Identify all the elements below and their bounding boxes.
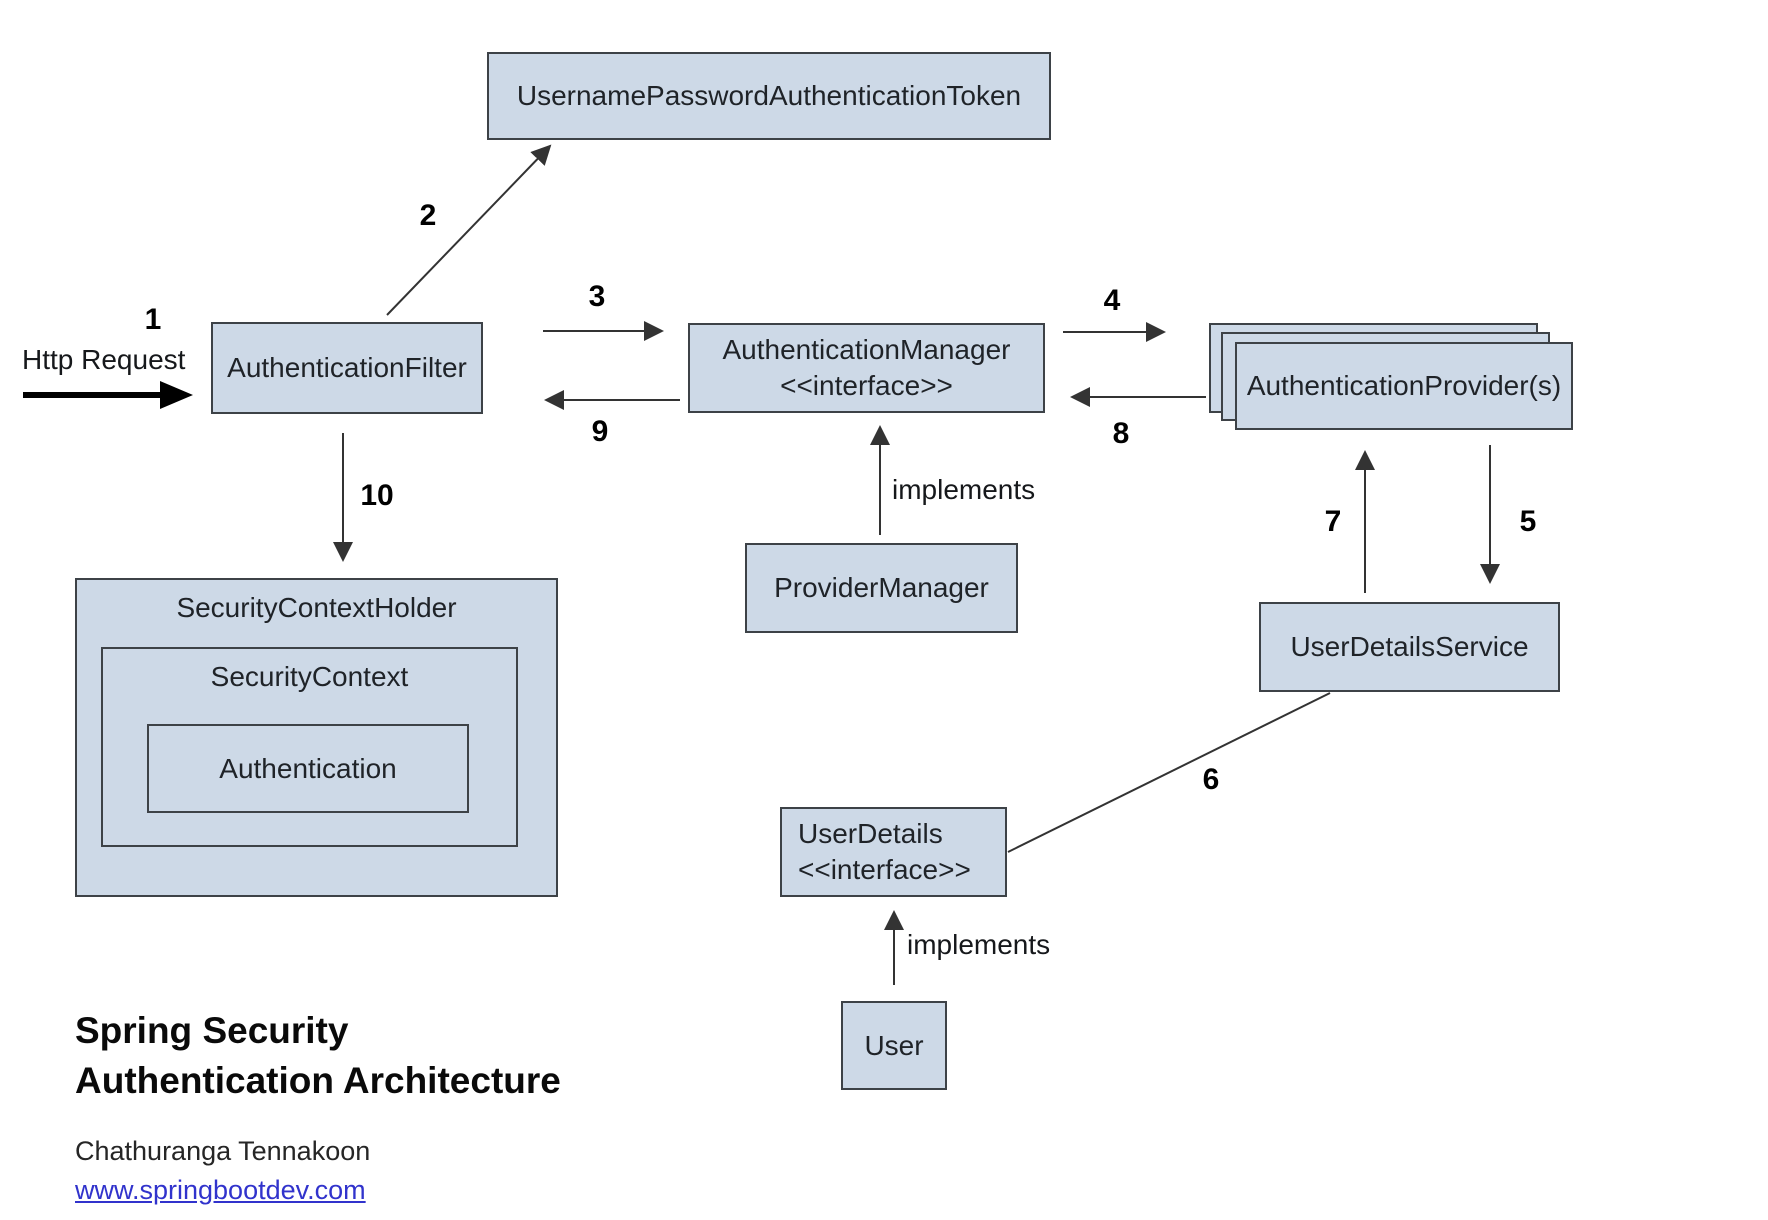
node-security-context: SecurityContext Authentication <box>101 647 518 847</box>
node-username-password-authentication-token: UsernamePasswordAuthenticationToken <box>487 52 1051 140</box>
diagram-title-line1: Spring Security <box>75 1010 349 1051</box>
edge-label-8: 8 <box>1112 417 1130 450</box>
edge-label-1: 1 <box>144 303 162 336</box>
edge-2-filter-to-token <box>386 144 552 316</box>
node-stereotype: <<interface>> <box>780 370 953 401</box>
implements-label-provider-manager: implements <box>892 474 1036 505</box>
edge-label-4: 4 <box>1103 284 1121 317</box>
edge-label-7: 7 <box>1324 505 1342 538</box>
implements-label-user: implements <box>907 929 1051 960</box>
website-link[interactable]: www.springbootdev.com <box>75 1175 366 1205</box>
node-label: ProviderManager <box>774 572 989 603</box>
node-label: UserDetails <box>798 818 943 849</box>
node-authentication-providers: AuthenticationProvider(s) <box>1235 342 1573 430</box>
node-provider-manager: ProviderManager <box>745 543 1018 633</box>
node-label: Authentication <box>219 752 397 784</box>
author-name: Chathuranga Tennakoon <box>75 1136 371 1166</box>
node-label: User <box>864 1029 924 1061</box>
node-label: UsernamePasswordAuthenticationToken <box>516 80 1022 111</box>
node-label: AuthenticationProvider(s) <box>1246 370 1562 401</box>
edge-6-userdetails-to-uds <box>1007 692 1331 853</box>
edge-label-5: 5 <box>1519 505 1537 538</box>
diagram-title: Spring Security Authentication Architect… <box>75 1006 561 1106</box>
http-request-label: Http Request <box>22 344 186 375</box>
node-stereotype: <<interface>> <box>798 854 971 885</box>
node-authentication: Authentication <box>147 724 469 813</box>
node-authentication-providers-stack: AuthenticationProvider(s) <box>1209 323 1573 430</box>
diagram-title-line2: Authentication Architecture <box>75 1060 561 1101</box>
node-user-details: UserDetails <<interface>> <box>780 807 1007 897</box>
node-user-details-service: UserDetailsService <box>1259 602 1560 692</box>
node-user: User <box>841 1001 947 1090</box>
edge-1-arrowhead <box>160 381 193 409</box>
node-label: SecurityContextHolder <box>176 592 457 623</box>
edge-label-10: 10 <box>360 479 394 512</box>
edge-label-2: 2 <box>419 199 437 232</box>
edge-label-3: 3 <box>588 280 606 313</box>
node-label: UserDetailsService <box>1290 631 1529 662</box>
edge-label-6: 6 <box>1202 763 1220 796</box>
node-label: AuthenticationFilter <box>227 352 467 383</box>
node-authentication-filter: AuthenticationFilter <box>211 322 483 414</box>
node-security-context-holder: SecurityContextHolder SecurityContext Au… <box>75 578 558 897</box>
edge-label-9: 9 <box>591 415 609 448</box>
node-authentication-manager: AuthenticationManager <<interface>> <box>688 323 1045 413</box>
node-label: SecurityContext <box>210 661 409 692</box>
node-label: AuthenticationManager <box>722 334 1011 365</box>
